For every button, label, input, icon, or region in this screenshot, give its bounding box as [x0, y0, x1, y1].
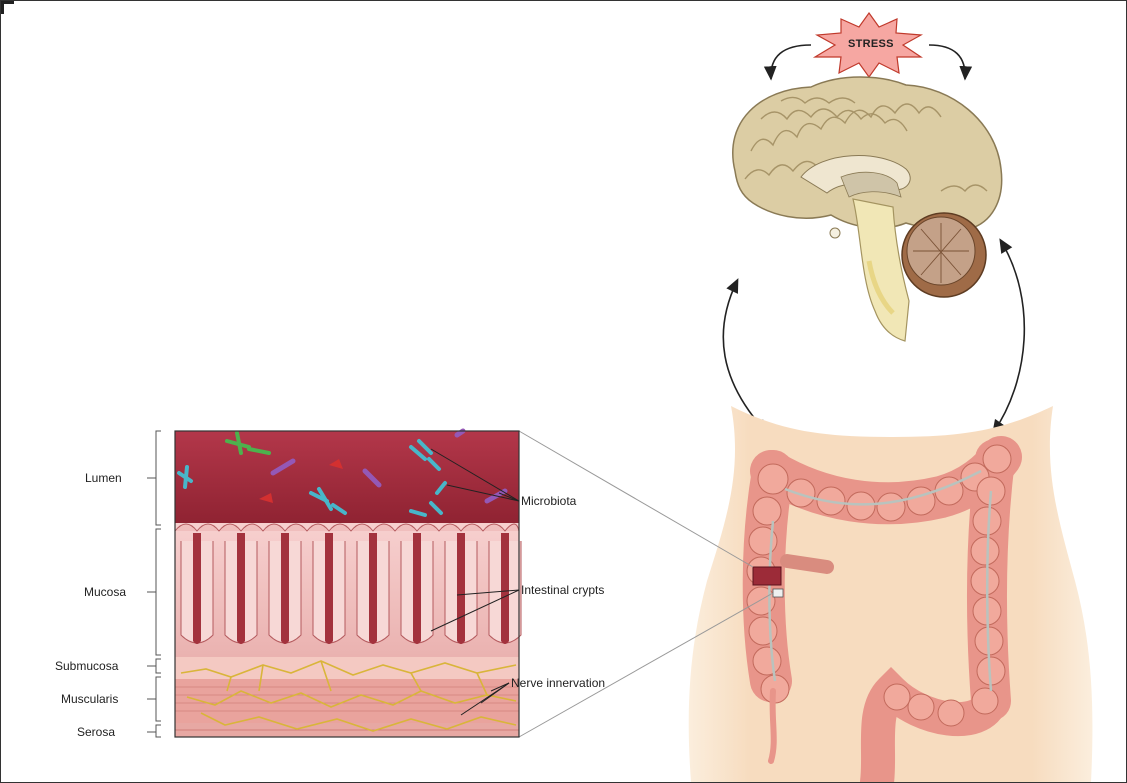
crypt-lumen [369, 533, 377, 644]
nerve-label: Nerve innervation [511, 676, 605, 690]
crypt-lumen [237, 533, 245, 644]
microbiota-label: Microbiota [521, 494, 576, 508]
vagal-arrow-left [723, 281, 767, 433]
layer-brackets [147, 431, 161, 737]
lumen-label: Lumen [85, 471, 122, 485]
brain [733, 77, 1002, 341]
stress-arrow-right [929, 45, 965, 79]
crypt-lumen [193, 533, 201, 644]
crypts-label: Intestinal crypts [521, 583, 604, 597]
vagal-arrow-right [993, 241, 1024, 433]
stress-arrow-left [771, 45, 811, 79]
muscularis-label: Muscularis [61, 692, 118, 706]
mucosa-label: Mucosa [84, 585, 126, 599]
submucosa-label: Submucosa [55, 659, 118, 673]
crypt-lumen [281, 533, 289, 644]
tissue-inset [175, 431, 521, 737]
crypt-lumen [457, 533, 465, 644]
crypt-lumen [413, 533, 421, 644]
crypt-lumen [325, 533, 333, 644]
stress-label: STRESS [848, 38, 894, 50]
crypt-lumen [501, 533, 509, 644]
serosa-label: Serosa [77, 725, 115, 739]
